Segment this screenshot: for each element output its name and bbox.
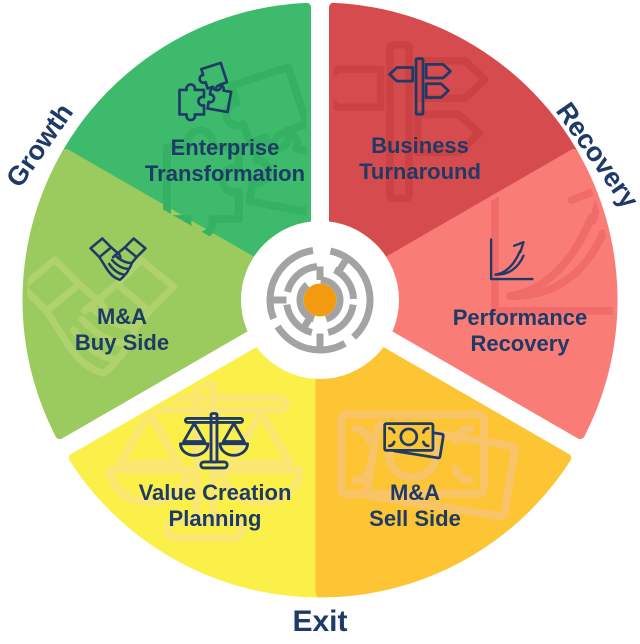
segment-label-line: Planning: [168, 506, 262, 531]
phase-label-exit: Exit: [292, 605, 348, 638]
segment-label-value-creation-planning: Value Creation Planning: [105, 480, 325, 532]
segment-performance-recovery: [315, 149, 618, 440]
segment-label-enterprise-transformation: Enterprise Transformation: [125, 135, 325, 187]
segment-label-line: Turnaround: [359, 159, 481, 184]
segment-label-ma-sell-side: M&A Sell Side: [335, 480, 495, 532]
segment-label-performance-recovery: Performance Recovery: [420, 305, 620, 357]
segment-label-line: Transformation: [144, 161, 306, 186]
segment-label-line: M&A: [96, 304, 148, 329]
segment-label-business-turnaround: Business Turnaround: [320, 133, 520, 185]
segment-label-line: Enterprise: [170, 135, 280, 160]
segment-label-line: Buy Side: [74, 330, 170, 355]
maze-walls: [266, 247, 374, 354]
segment-label-line: Recovery: [470, 331, 570, 356]
segment-label-ma-buy-side: M&A Buy Side: [42, 304, 202, 356]
segment-label-line: Sell Side: [369, 506, 461, 531]
segment-ma-buy-side: [22, 149, 325, 440]
segment-label-line: Value Creation: [138, 480, 292, 505]
segment-label-line: M&A: [389, 480, 441, 505]
segment-label-line: Business: [371, 133, 469, 158]
maze-center-dot: [303, 283, 337, 317]
maze-icon: [241, 221, 399, 379]
segment-label-line: Performance: [452, 305, 588, 330]
